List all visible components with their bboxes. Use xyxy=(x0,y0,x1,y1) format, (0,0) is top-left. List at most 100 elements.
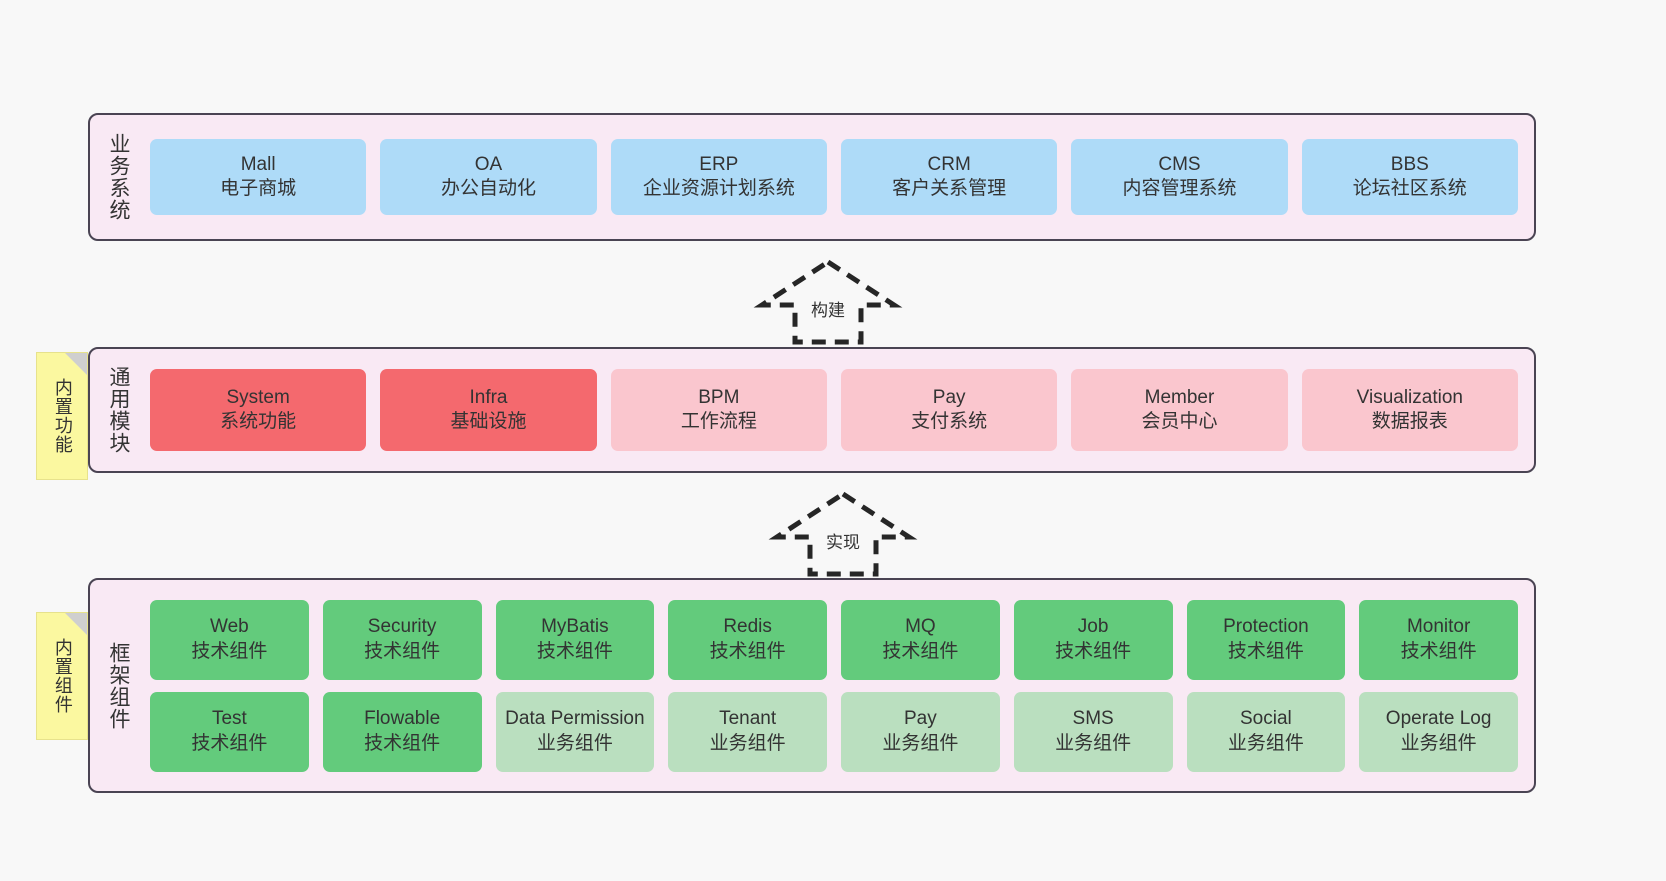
card-title-en: Data Permission xyxy=(505,708,645,730)
card-title-en: CRM xyxy=(927,153,971,175)
card-infra[interactable]: Infra 基础设施 xyxy=(380,369,597,451)
connector-implement-label: 实现 xyxy=(824,528,862,553)
card-flowable[interactable]: Flowable 技术组件 xyxy=(322,691,482,772)
card-title-cn: 技术组件 xyxy=(882,640,959,662)
card-mq[interactable]: MQ 技术组件 xyxy=(841,599,1000,680)
card-title-cn: 技术组件 xyxy=(709,640,786,662)
card-title-en: Member xyxy=(1144,386,1215,408)
layer-title-common-modules: 通用模块 xyxy=(107,366,131,454)
layer-framework-components: 框架组件 Web 技术组件 Security 技术组件 MyBatis 技术组件… xyxy=(88,578,1536,793)
card-title-cn: 业务组件 xyxy=(709,732,786,754)
card-visualization[interactable]: Visualization 数据报表 xyxy=(1301,369,1518,451)
card-title-en: Security xyxy=(367,616,437,638)
card-title-en: Mall xyxy=(240,153,276,175)
card-security[interactable]: Security 技术组件 xyxy=(322,599,482,680)
card-title-cn: 系统功能 xyxy=(220,411,297,432)
card-title-cn: 支付系统 xyxy=(911,411,988,432)
card-title-en: Job xyxy=(1077,616,1109,638)
card-member[interactable]: Member 会员中心 xyxy=(1071,369,1288,451)
card-title-en: Monitor xyxy=(1406,616,1471,638)
card-pay-component[interactable]: Pay 业务组件 xyxy=(841,691,1000,772)
connector-build-label: 构建 xyxy=(809,296,847,321)
card-title-en: MQ xyxy=(905,616,936,638)
layer-body-common-modules: System 系统功能 Infra 基础设施 BPM 工作流程 Pay 支付系统… xyxy=(146,349,1534,471)
card-title-en: ERP xyxy=(699,153,739,175)
card-title-cn: 会员中心 xyxy=(1141,411,1218,432)
card-crm[interactable]: CRM 客户关系管理 xyxy=(840,139,1058,215)
note-builtin-functions: 内置功能 xyxy=(36,352,88,480)
card-title-en: Visualization xyxy=(1356,386,1463,408)
card-monitor[interactable]: Monitor 技术组件 xyxy=(1359,599,1518,680)
card-redis[interactable]: Redis 技术组件 xyxy=(668,599,827,680)
layer-title-business-systems: 业务系统 xyxy=(107,133,131,221)
card-data-permission[interactable]: Data Permission 业务组件 xyxy=(495,691,655,772)
layer-title-framework-components: 框架组件 xyxy=(107,641,131,730)
card-tenant[interactable]: Tenant 业务组件 xyxy=(668,691,827,772)
card-operate-log[interactable]: Operate Log 业务组件 xyxy=(1359,691,1518,772)
connector-build: 构建 xyxy=(753,258,903,346)
card-title-cn: 基础设施 xyxy=(450,411,527,432)
card-system[interactable]: System 系统功能 xyxy=(150,369,367,451)
generalization-arrow-icon xyxy=(768,491,918,577)
card-title-cn: 业务组件 xyxy=(1227,732,1304,754)
card-title-en: Tenant xyxy=(719,708,777,730)
card-web[interactable]: Web 技术组件 xyxy=(150,599,309,680)
card-title-en: Pay xyxy=(904,708,937,730)
card-test[interactable]: Test 技术组件 xyxy=(150,691,309,772)
card-title-en: OA xyxy=(474,153,503,175)
card-pay-module[interactable]: Pay 支付系统 xyxy=(840,369,1058,451)
card-job[interactable]: Job 技术组件 xyxy=(1013,599,1173,680)
card-title-en: Infra xyxy=(469,386,508,408)
card-title-en: MyBatis xyxy=(541,616,609,638)
card-title-cn: 企业资源计划系统 xyxy=(642,178,795,199)
card-title-en: Pay xyxy=(932,386,966,408)
card-cms[interactable]: CMS 内容管理系统 xyxy=(1071,139,1288,215)
card-title-en: BPM xyxy=(698,386,740,408)
card-title-en: Flowable xyxy=(364,708,441,730)
card-title-en: Redis xyxy=(723,616,772,638)
card-title-cn: 技术组件 xyxy=(364,640,441,662)
card-title-cn: 客户关系管理 xyxy=(892,178,1007,199)
card-title-en: Operate Log xyxy=(1385,708,1492,730)
layer-body-business-systems: Mall 电子商城 OA 办公自动化 ERP 企业资源计划系统 CRM 客户关系… xyxy=(146,115,1534,239)
note-fold-icon xyxy=(65,613,87,635)
card-title-cn: 技术组件 xyxy=(1227,640,1304,662)
note-builtin-components: 内置组件 xyxy=(36,612,88,740)
card-title-cn: 技术组件 xyxy=(191,732,268,754)
card-sms[interactable]: SMS 业务组件 xyxy=(1013,691,1173,772)
layer-business-systems: 业务系统 Mall 电子商城 OA 办公自动化 ERP 企业资源计划系统 CRM… xyxy=(88,113,1536,241)
card-title-cn: 论坛社区系统 xyxy=(1352,178,1467,199)
card-title-en: Test xyxy=(211,708,247,730)
card-title-cn: 技术组件 xyxy=(364,732,441,754)
card-bbs[interactable]: BBS 论坛社区系统 xyxy=(1301,139,1518,215)
card-mall[interactable]: Mall 电子商城 xyxy=(150,139,367,215)
card-title-cn: 办公自动化 xyxy=(440,178,536,199)
card-row: System 系统功能 Infra 基础设施 BPM 工作流程 Pay 支付系统… xyxy=(146,369,1522,451)
card-oa[interactable]: OA 办公自动化 xyxy=(380,139,597,215)
connector-implement: 实现 xyxy=(768,490,918,578)
card-title-cn: 业务组件 xyxy=(1400,732,1477,754)
card-title-en: SMS xyxy=(1072,708,1114,730)
card-title-en: System xyxy=(226,386,290,408)
card-title-cn: 技术组件 xyxy=(536,640,613,662)
card-social[interactable]: Social 业务组件 xyxy=(1186,691,1346,772)
card-title-cn: 电子商城 xyxy=(220,178,297,199)
card-title-en: CMS xyxy=(1158,153,1201,175)
card-title-cn: 业务组件 xyxy=(882,732,959,754)
note-label: 内置组件 xyxy=(52,638,73,714)
note-fold-icon xyxy=(65,353,87,375)
card-title-en: Social xyxy=(1240,708,1292,730)
card-protection[interactable]: Protection 技术组件 xyxy=(1186,599,1346,680)
card-row: Web 技术组件 Security 技术组件 MyBatis 技术组件 Redi… xyxy=(146,599,1522,680)
card-row: Test 技术组件 Flowable 技术组件 Data Permission … xyxy=(146,691,1522,772)
note-label: 内置功能 xyxy=(52,378,73,454)
card-title-cn: 技术组件 xyxy=(1400,640,1477,662)
card-erp[interactable]: ERP 企业资源计划系统 xyxy=(610,139,827,215)
card-title-cn: 数据报表 xyxy=(1371,411,1448,432)
card-row: Mall 电子商城 OA 办公自动化 ERP 企业资源计划系统 CRM 客户关系… xyxy=(146,139,1522,215)
card-mybatis[interactable]: MyBatis 技术组件 xyxy=(495,599,655,680)
card-title-en: BBS xyxy=(1390,153,1429,175)
card-bpm[interactable]: BPM 工作流程 xyxy=(610,369,827,451)
card-title-cn: 业务组件 xyxy=(1055,732,1132,754)
